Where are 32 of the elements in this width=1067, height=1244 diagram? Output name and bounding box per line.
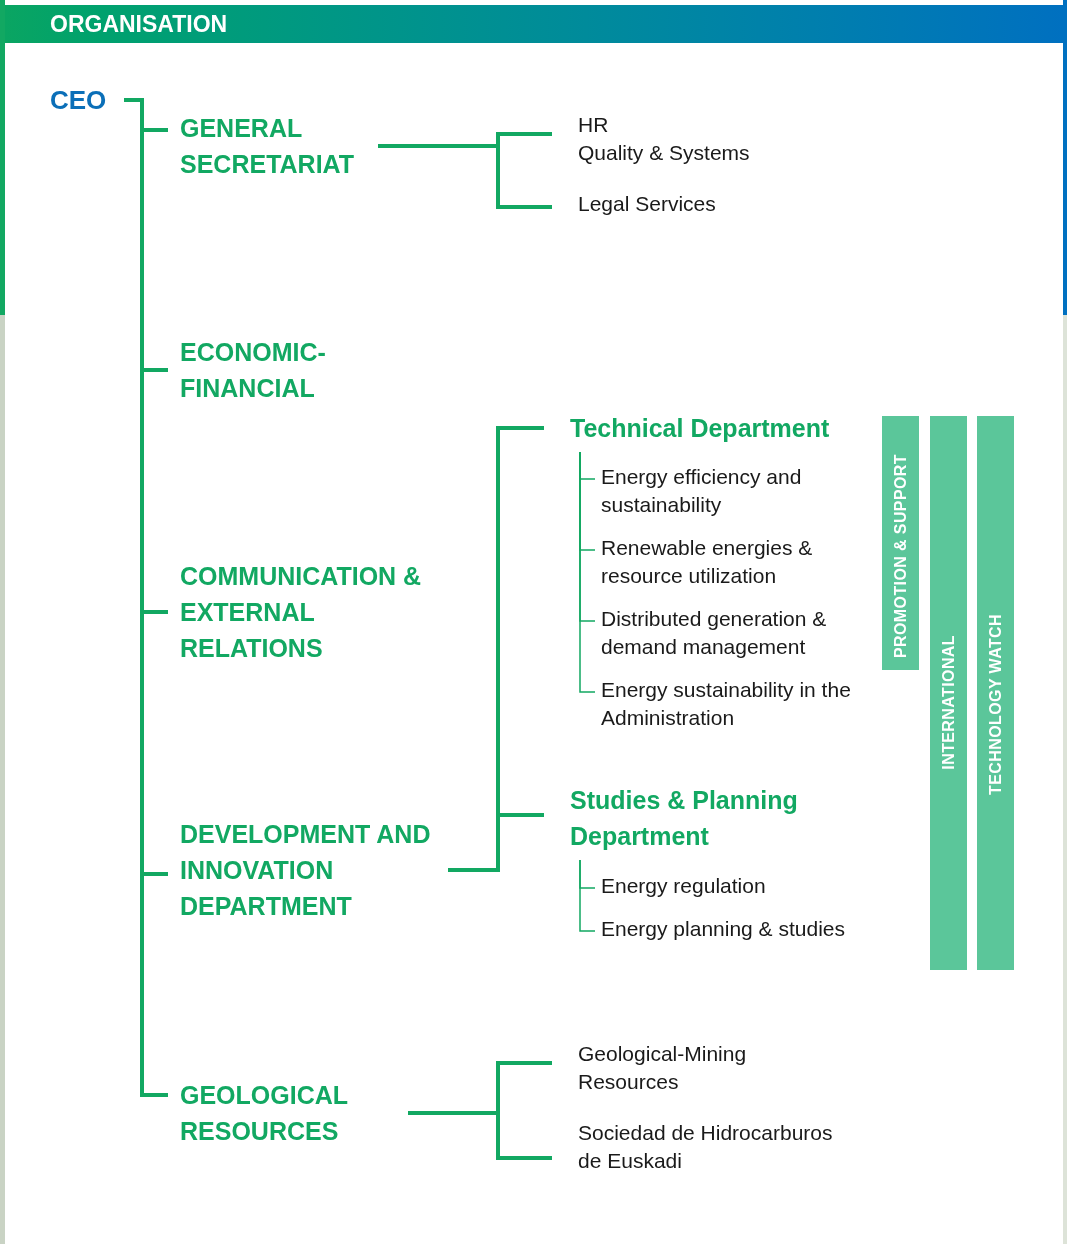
unit-label: Energy regulation [601, 872, 871, 900]
unit-heading: GENERAL SECRETARIAT [180, 110, 370, 182]
unit-heading: ECONOMIC-FINANCIAL [180, 334, 380, 406]
title: ORGANISATION [50, 9, 228, 39]
unit-heading: COMMUNICATION & EXTERNAL RELATIONS [180, 558, 440, 666]
unit-label: Distributed generation & demand management [601, 605, 871, 661]
unit-label: Sociedad de Hidrocarburos de Euskadi [578, 1119, 838, 1175]
unit-label: Geological-Mining Resources [578, 1040, 838, 1096]
band-label: PROMOTION & SUPPORT [890, 453, 910, 658]
band-label: TECHNOLOGY WATCH [985, 614, 1005, 795]
org-heading: CEO [50, 84, 120, 116]
unit-heading: DEVELOPMENT AND INNOVATION DEPARTMENT [180, 816, 440, 924]
department-heading: Studies & Planning Department [570, 782, 830, 854]
unit-label: Energy sustainability in the Administration [601, 676, 871, 732]
connector-line [378, 144, 552, 209]
unit-label: Legal Services [578, 190, 838, 218]
connector-line [124, 98, 168, 1097]
connector-line [579, 451, 596, 693]
department-heading: Technical Department [570, 410, 870, 446]
unit-label: Quality & Systems [578, 140, 751, 166]
vertical-band [977, 416, 1014, 970]
unit-label: HR [578, 112, 610, 138]
vertical-band [930, 416, 967, 970]
unit-label: Renewable energies & resource utilization [601, 534, 871, 590]
vertical-band [882, 416, 919, 670]
band-label: INTERNATIONAL [938, 635, 958, 770]
connector-line [408, 1111, 552, 1160]
unit-heading: GEOLOGICAL RESOURCES [180, 1077, 400, 1149]
connector-line [448, 813, 544, 872]
connector-line [579, 859, 596, 932]
unit-label: Energy efficiency and sustainability [601, 463, 871, 519]
unit-label: Energy planning & studies [601, 915, 871, 943]
